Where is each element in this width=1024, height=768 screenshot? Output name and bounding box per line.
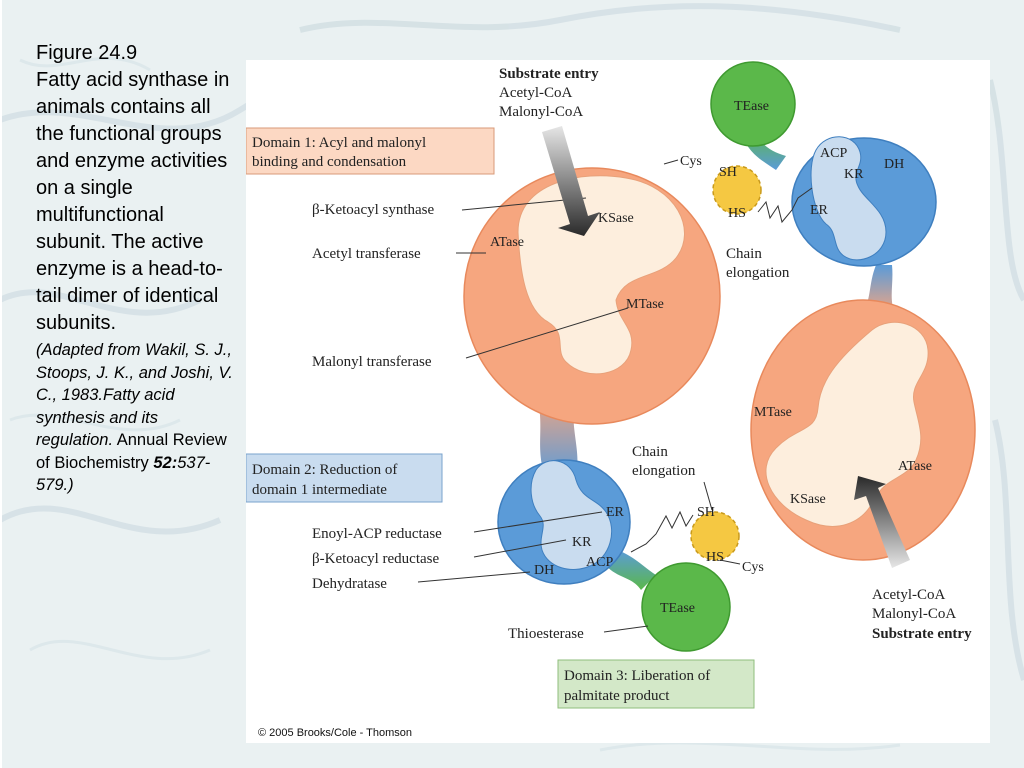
domain1-label-box (246, 127, 495, 175)
leader-malonyl-transferase (465, 307, 629, 359)
domain2-label-line2: domain 1 intermediate (252, 482, 387, 498)
right-mtase-label: MTase (754, 405, 792, 420)
label-ketoacyl-reductase: β-Ketoacyl reductase (312, 551, 439, 567)
substrate-entry-top-title: Substrate entry (499, 66, 599, 82)
substrate-entry-top-malonyl: Malonyl-CoA (499, 104, 583, 120)
substrate-entry-bottom-acetyl: Acetyl-CoA (872, 587, 945, 603)
bottom-sh-label: SH (697, 505, 715, 520)
left-mtase-label: MTase (626, 297, 664, 312)
right-kr-label: KR (844, 167, 864, 182)
left-tease-label: TEase (660, 601, 695, 616)
leader-cys-top (663, 159, 679, 165)
left-dh-label: DH (534, 563, 554, 578)
left-domain3-shape (641, 562, 731, 652)
leader-chain-elongation-bottom (703, 481, 713, 511)
bottom-cys-label: Cys (742, 560, 764, 575)
label-ketoacyl-synthase: β-Ketoacyl synthase (312, 202, 435, 218)
left-atase-label: ATase (490, 235, 524, 250)
top-hs-label: HS (728, 206, 746, 221)
domain1-label-line1: Domain 1: Acyl and malonyl (252, 135, 426, 151)
label-dehydratase: Dehydratase (312, 576, 387, 592)
chain-elongation-top-line1: Chain (726, 246, 762, 262)
top-sh-circle (712, 165, 762, 215)
right-er-label: ER (810, 203, 829, 218)
diagram-panel: Substrate entry Acetyl-CoA Malonyl-CoA D… (246, 60, 990, 743)
copyright-notice: © 2005 Brooks/Cole - Thomson (258, 727, 413, 739)
substrate-entry-arrow-top (542, 126, 600, 236)
chain-elongation-top-line2: elongation (726, 265, 790, 281)
figure-number: Figure 24.9 (36, 42, 138, 64)
right-domain3-shape (710, 61, 796, 147)
label-malonyl-transferase: Malonyl transferase (312, 354, 432, 370)
bottom-hs-label: HS (706, 550, 724, 565)
left-border (0, 0, 2, 768)
leader-enoyl-acp-reductase (473, 511, 603, 533)
left-kr-label: KR (572, 535, 592, 550)
substrate-entry-top-acetyl: Acetyl-CoA (499, 85, 572, 101)
label-thioesterase: Thioesterase (508, 626, 584, 642)
top-cys-label: Cys (680, 154, 702, 169)
left-domain1-inner-pocket (517, 175, 685, 375)
right-acp-label: ACP (820, 146, 847, 161)
domain3-label-line1: Domain 3: Liberation of (564, 668, 710, 684)
right-dh-label: DH (884, 157, 904, 172)
label-acetyl-transferase: Acetyl transferase (312, 246, 421, 262)
chain-elongation-bottom-line2: elongation (632, 463, 696, 479)
substrate-entry-bottom-malonyl: Malonyl-CoA (872, 606, 956, 622)
chain-elongation-bottom-line1: Chain (632, 444, 668, 460)
leader-thioesterase (603, 625, 649, 633)
leader-cys-bottom (719, 559, 741, 565)
substrate-entry-arrow-bottom (854, 476, 910, 568)
fatty-acid-synthase-diagram: Substrate entry Acetyl-CoA Malonyl-CoA D… (246, 61, 976, 709)
bottom-sh-circle (690, 511, 740, 561)
citation-journal: Annual Review of Biochemistry (36, 431, 227, 472)
figure-caption: Figure 24.9 Fatty acid synthase in anima… (36, 40, 236, 497)
right-ksase-label: KSase (790, 492, 826, 507)
bottom-chain-zigzag (630, 510, 694, 553)
figure-description: Fatty acid synthase in animals contains … (36, 69, 230, 334)
domain3-label-line2: palmitate product (564, 688, 670, 704)
domain2-label-line1: Domain 2: Reduction of (252, 462, 397, 478)
label-enoyl-acp-reductase: Enoyl-ACP reductase (312, 526, 442, 542)
right-domain1-inner-pocket (765, 321, 929, 527)
citation-pages: 537-579.) (36, 453, 211, 495)
figure-citation: (Adapted from Wakil, S. J., Stoops, J. K… (36, 339, 236, 497)
right-tease-label: TEase (734, 99, 769, 114)
top-chain-zigzag (757, 187, 813, 224)
citation-volume: 52: (153, 453, 178, 472)
right-atase-label: ATase (898, 459, 932, 474)
leader-dehydratase (417, 571, 531, 583)
right-domain2-inner-pocket (810, 136, 887, 261)
left-er-label: ER (606, 505, 625, 520)
top-sh-label: SH (719, 165, 737, 180)
left-acp-label: ACP (586, 555, 613, 570)
substrate-entry-bottom-title: Substrate entry (872, 626, 972, 642)
domain2-label-box (246, 453, 443, 503)
left-ksase-label: KSase (598, 211, 634, 226)
domain3-label-box (557, 659, 755, 709)
leader-ketoacyl-reductase (473, 539, 567, 558)
domain1-label-line2: binding and condensation (252, 154, 407, 170)
citation-title: Fatty acid synthesis and its regulation. (36, 386, 175, 449)
citation-authors: (Adapted from Wakil, S. J., Stoops, J. K… (36, 341, 233, 404)
